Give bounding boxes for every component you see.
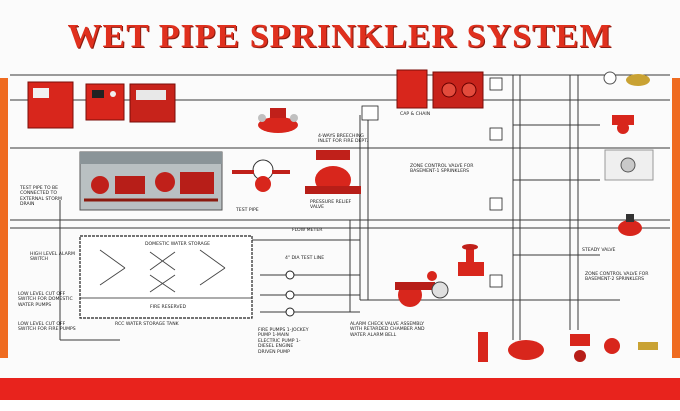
breeching-inlet-icon bbox=[258, 108, 298, 133]
water-storage-tank bbox=[79, 235, 253, 319]
low-level-domestic-label: LOW LEVEL CUT OFF SWITCH FOR DOMESTIC WA… bbox=[18, 292, 73, 308]
valve-boxes bbox=[361, 77, 503, 288]
flow-meter-label: FLOW METER bbox=[292, 228, 323, 233]
hose-cabinets bbox=[396, 69, 484, 109]
bottom-valve-products bbox=[478, 332, 658, 362]
fire-reserved-label: FIRE RESERVED bbox=[150, 305, 186, 310]
fire-pumps bbox=[285, 270, 295, 317]
storage-tank-label: RCC WATER STORAGE TANK bbox=[115, 322, 179, 327]
pressure-relief-valve-icon bbox=[305, 150, 361, 194]
alarm-check-valve-icon bbox=[395, 271, 449, 307]
sprinkler-components bbox=[603, 71, 654, 236]
test-line-label: 4" DIA TEST LINE bbox=[285, 256, 325, 261]
left-accent-bar bbox=[0, 78, 8, 358]
drain-note-label: TEST PIPE TO BE CONNECTED TO EXTERNAL ST… bbox=[20, 186, 62, 208]
diagram-title: WET PIPE SPRINKLER SYSTEM bbox=[67, 18, 613, 55]
pump-room-photo bbox=[79, 151, 223, 211]
gate-valve-icon bbox=[458, 244, 484, 276]
bottom-white-strip bbox=[0, 400, 680, 411]
high-level-switch-label: HIGH LEVEL ALARM SWITCH bbox=[30, 252, 75, 263]
alarm-check-valve-label: ALARM CHECK VALVE ASSEMBLY WITH RETARDED… bbox=[350, 322, 425, 338]
cap-chain-label: CAP & CHAIN bbox=[400, 112, 431, 117]
right-accent-bar bbox=[672, 78, 680, 358]
pressure-relief-label: PRESSURE RELIEF VALVE bbox=[310, 200, 352, 211]
flow-meter-gauge-icon bbox=[232, 159, 290, 192]
test-pipe-label: TEST PIPE bbox=[236, 208, 259, 213]
zone-control-b1-label: ZONE CONTROL VALVE FOR BASEMENT-1 SPRINK… bbox=[410, 164, 474, 175]
low-level-fire-label: LOW LEVEL CUT OFF SWITCH FOR FIRE PUMPS bbox=[18, 322, 76, 333]
zone-control-b2-label: ZONE CONTROL VALVE FOR BASEMENT-2 SPRINK… bbox=[585, 272, 649, 283]
pipe-network bbox=[10, 74, 670, 341]
domestic-storage-label: DOMESTIC WATER STORAGE bbox=[145, 242, 211, 247]
fire-pumps-label: FIRE PUMPS 1-JOCKEY PUMP 1-MAIN ELECTRIC… bbox=[258, 328, 309, 355]
bottom-red-band bbox=[0, 378, 680, 400]
steady-valve-label: STEADY VALVE bbox=[582, 248, 616, 253]
pump-control-panels bbox=[27, 81, 176, 129]
breeching-inlet-label: 4-WAYS BREECHING INLET FOR FIRE DEPT. bbox=[318, 134, 368, 145]
